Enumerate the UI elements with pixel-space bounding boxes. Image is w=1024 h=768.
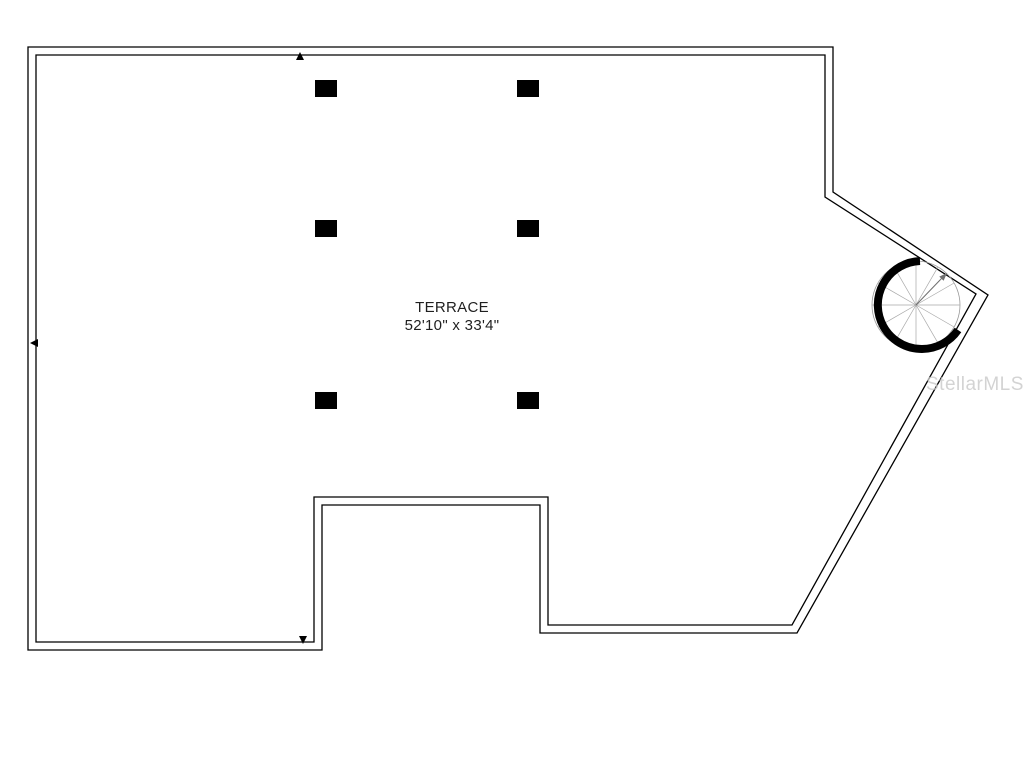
column-marker — [315, 220, 337, 237]
column-marker — [315, 392, 337, 409]
column-marker — [517, 80, 539, 97]
staircase-steps — [872, 261, 960, 349]
staircase-direction-arrow — [915, 273, 947, 306]
column-markers — [315, 80, 539, 409]
room-name: TERRACE — [415, 299, 489, 316]
wall-outline-inner — [35, 54, 977, 643]
tick-arrow-up-icon — [296, 52, 304, 60]
spiral-staircase — [871, 257, 962, 353]
column-marker — [517, 392, 539, 409]
staircase-arc — [873, 257, 962, 353]
tick-arrow-down-icon — [299, 636, 307, 644]
room-label: TERRACE 52'10" x 33'4" — [352, 299, 552, 335]
room-dimensions: 52'10" x 33'4" — [404, 317, 500, 334]
tick-arrow-left-icon — [30, 339, 38, 347]
wall-outline-outer — [27, 46, 989, 651]
column-marker — [517, 220, 539, 237]
wall-outline — [27, 46, 989, 651]
column-marker — [315, 80, 337, 97]
wall-ticks — [30, 52, 307, 644]
